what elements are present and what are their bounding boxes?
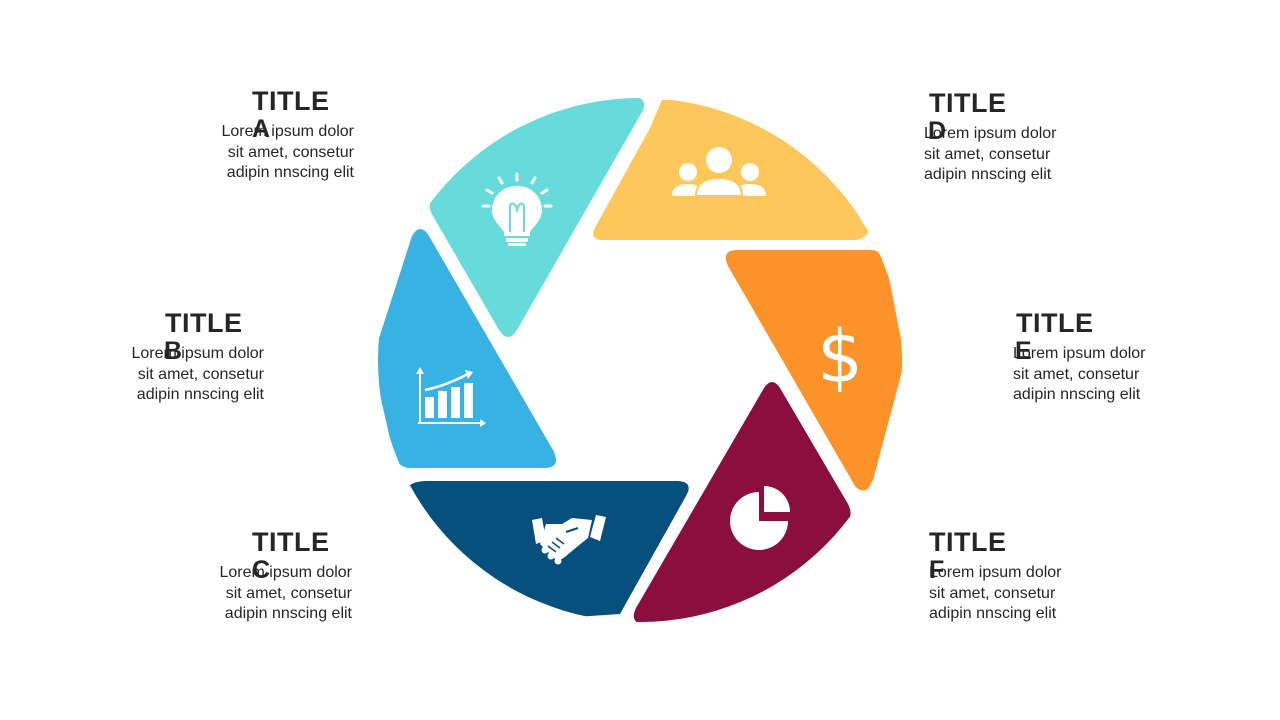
label-b: TITLE B Lorem ipsum dolor sit amet, cons… [122, 308, 265, 408]
label-f-description: Lorem ipsum dolor sit amet, consetur adi… [929, 564, 1062, 622]
label-c-title: TITLE [252, 527, 330, 557]
label-f: TITLE F Lorem ipsum dolor sit amet, cons… [929, 527, 1089, 627]
label-f-letter: F [929, 556, 945, 584]
handshake-icon [532, 515, 606, 565]
label-f-title: TITLE [929, 527, 1007, 557]
label-d: TITLE D Lorem ipsum dolor sit amet, cons… [924, 88, 1084, 188]
label-e-letter: E [1015, 337, 1032, 365]
label-c-letter: C [252, 556, 271, 584]
label-a-title: TITLE [252, 86, 330, 116]
pie-chart-icon [730, 486, 790, 550]
label-d-letter: D [928, 117, 947, 145]
segment-b [378, 229, 556, 468]
label-b-title: TITLE [165, 308, 243, 338]
label-a-letter: A [252, 115, 271, 143]
bar-chart-growth-icon [416, 367, 486, 427]
label-a: TITLE A Lorem ipsum dolor sit amet, cons… [212, 86, 355, 186]
label-e-description: Lorem ipsum dolor sit amet, consetur adi… [1013, 345, 1146, 403]
segment-e [725, 250, 902, 491]
label-d-title: TITLE [929, 88, 1007, 118]
lightbulb-icon [481, 172, 553, 246]
team-people-icon [672, 147, 766, 197]
label-e-title: TITLE [1016, 308, 1094, 338]
label-b-description: Lorem ipsum dolor sit amet, consetur adi… [131, 345, 265, 403]
label-e: TITLE E Lorem ipsum dolor sit amet, cons… [1013, 308, 1173, 408]
label-c: TITLE C Lorem ipsum dolor sit amet, cons… [210, 527, 353, 627]
label-b-letter: B [164, 337, 183, 365]
label-a-description: Lorem ipsum dolor sit amet, consetur adi… [221, 123, 355, 181]
label-c-description: Lorem ipsum dolor sit amet, consetur adi… [219, 564, 353, 622]
label-d-description: Lorem ipsum dolor sit amet, consetur adi… [924, 125, 1057, 183]
dollar-sign-icon: $ [817, 315, 863, 399]
